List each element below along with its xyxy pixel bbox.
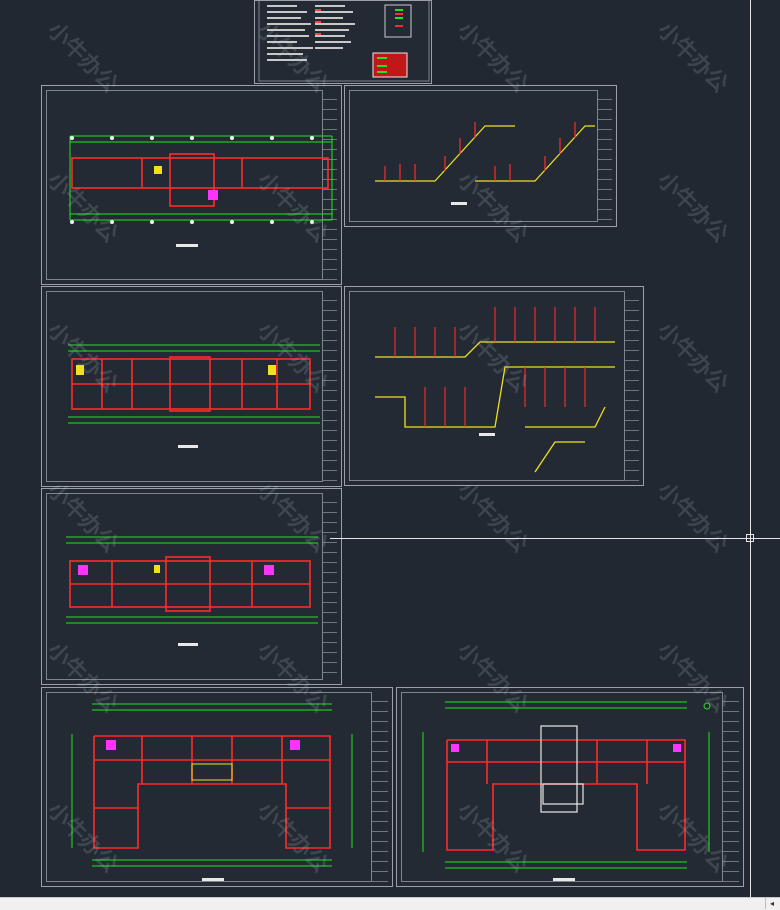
title-block <box>597 90 612 222</box>
floor-plan-drawing <box>422 701 711 881</box>
crosshair-horizontal-line <box>330 538 780 539</box>
floor-plan-drawing <box>68 344 320 448</box>
pipe-axonometric-drawing <box>375 307 615 473</box>
legend-sheet[interactable] <box>254 0 432 84</box>
floor-plan-drawing <box>69 135 333 247</box>
drawing-sheet-floor-plan-5[interactable] <box>396 687 744 887</box>
drawing-sheet-floor-plan-3[interactable] <box>41 488 342 685</box>
floor-plan-drawing <box>71 703 353 881</box>
watermark: 小牛办公 <box>652 17 733 98</box>
title-block <box>322 291 337 482</box>
drawing-sheet-floor-plan-1[interactable] <box>41 85 342 285</box>
crosshair-pickbox <box>746 534 754 542</box>
title-block <box>624 291 639 481</box>
title-block <box>322 493 337 680</box>
watermark: 小牛办公 <box>652 167 733 248</box>
watermark: 小牛办公 <box>652 477 733 558</box>
horizontal-scrollbar[interactable]: ◂ <box>0 897 780 910</box>
crosshair-vertical-line <box>750 0 751 898</box>
drawing-sheet-floor-plan-4[interactable] <box>41 687 393 887</box>
pipe-axonometric-drawing <box>375 122 595 205</box>
title-block <box>322 90 337 280</box>
legend-drawing <box>258 1 430 82</box>
scroll-left-icon[interactable]: ◂ <box>765 898 778 909</box>
floor-plan-drawing <box>66 536 318 646</box>
title-block <box>722 692 739 882</box>
drawing-sheet-axonometric-1[interactable] <box>344 85 617 227</box>
drawing-sheet-floor-plan-2[interactable] <box>41 286 342 487</box>
drawing-sheet-axonometric-2[interactable] <box>344 286 644 486</box>
watermark: 小牛办公 <box>652 317 733 398</box>
title-block <box>371 692 388 882</box>
